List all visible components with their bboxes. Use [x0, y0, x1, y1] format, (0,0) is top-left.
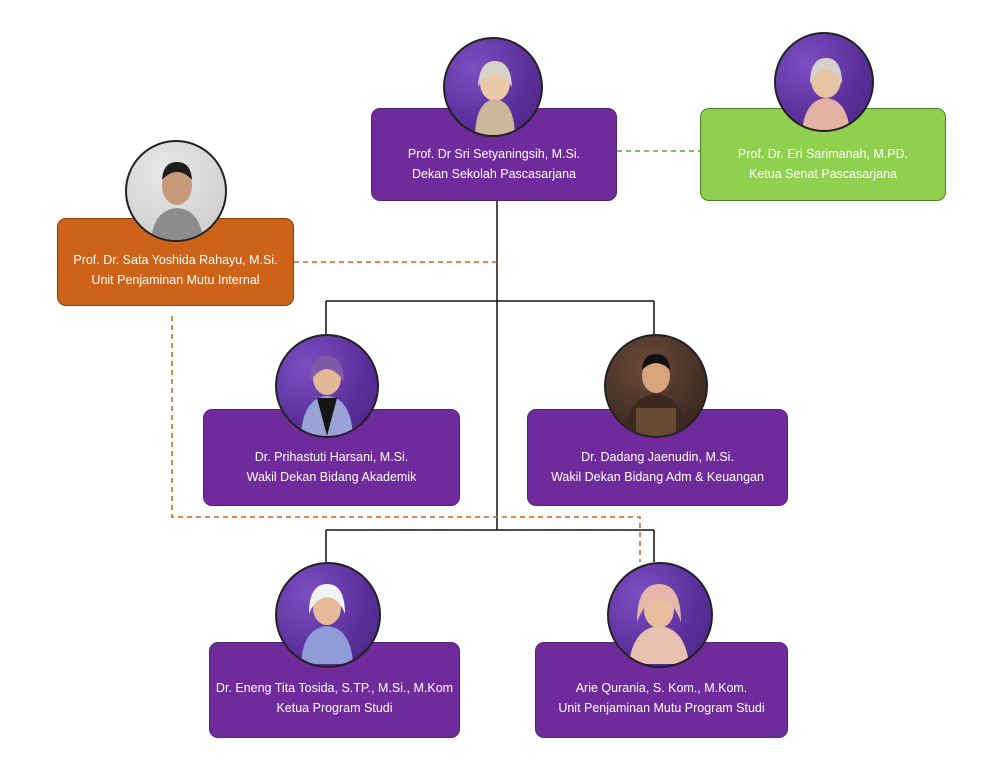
upmi-name: Prof. Dr. Sata Yoshida Rahayu, M.Si. [73, 253, 278, 267]
upmi-title: Unit Penjaminan Mutu Internal [91, 273, 260, 287]
senat-name: Prof. Dr. Eri Sarimanah, M.PD. [737, 147, 909, 161]
person-photo-icon [125, 140, 227, 242]
wd-akademik-name: Dr. Prihastuti Harsani, M.Si. [254, 450, 409, 464]
upmps-name: Arie Qurania, S. Kom., M.Kom. [575, 681, 748, 695]
person-photo-icon [275, 562, 381, 668]
kaprodi-name: Dr. Eneng Tita Tosida, S.TP., M.Si., M.K… [215, 681, 454, 695]
node-dekan: Prof. Dr Sri Setyaningsih, M.Si. Dekan S… [371, 108, 617, 201]
kaprodi-title: Ketua Program Studi [276, 701, 393, 715]
person-photo-icon [443, 37, 543, 137]
upmps-title: Unit Penjaminan Mutu Program Studi [558, 701, 765, 715]
person-photo-icon [774, 32, 874, 132]
dekan-name: Prof. Dr Sri Setyaningsih, M.Si. [407, 147, 581, 161]
person-photo-icon [607, 562, 713, 668]
wd-akademik-title: Wakil Dekan Bidang Akademik [246, 470, 417, 484]
connector-upm-link-dashed [171, 316, 641, 562]
dekan-title: Dekan Sekolah Pascasarjana [412, 167, 576, 181]
wd-keuangan-title: Wakil Dekan Bidang Adm & Keuangan [551, 470, 764, 484]
person-photo-icon [604, 334, 708, 438]
wd-keuangan-name: Dr. Dadang Jaenudin, M.Si. [581, 450, 734, 464]
senat-title: Ketua Senat Pascasarjana [748, 167, 898, 181]
person-photo-icon [275, 334, 379, 438]
